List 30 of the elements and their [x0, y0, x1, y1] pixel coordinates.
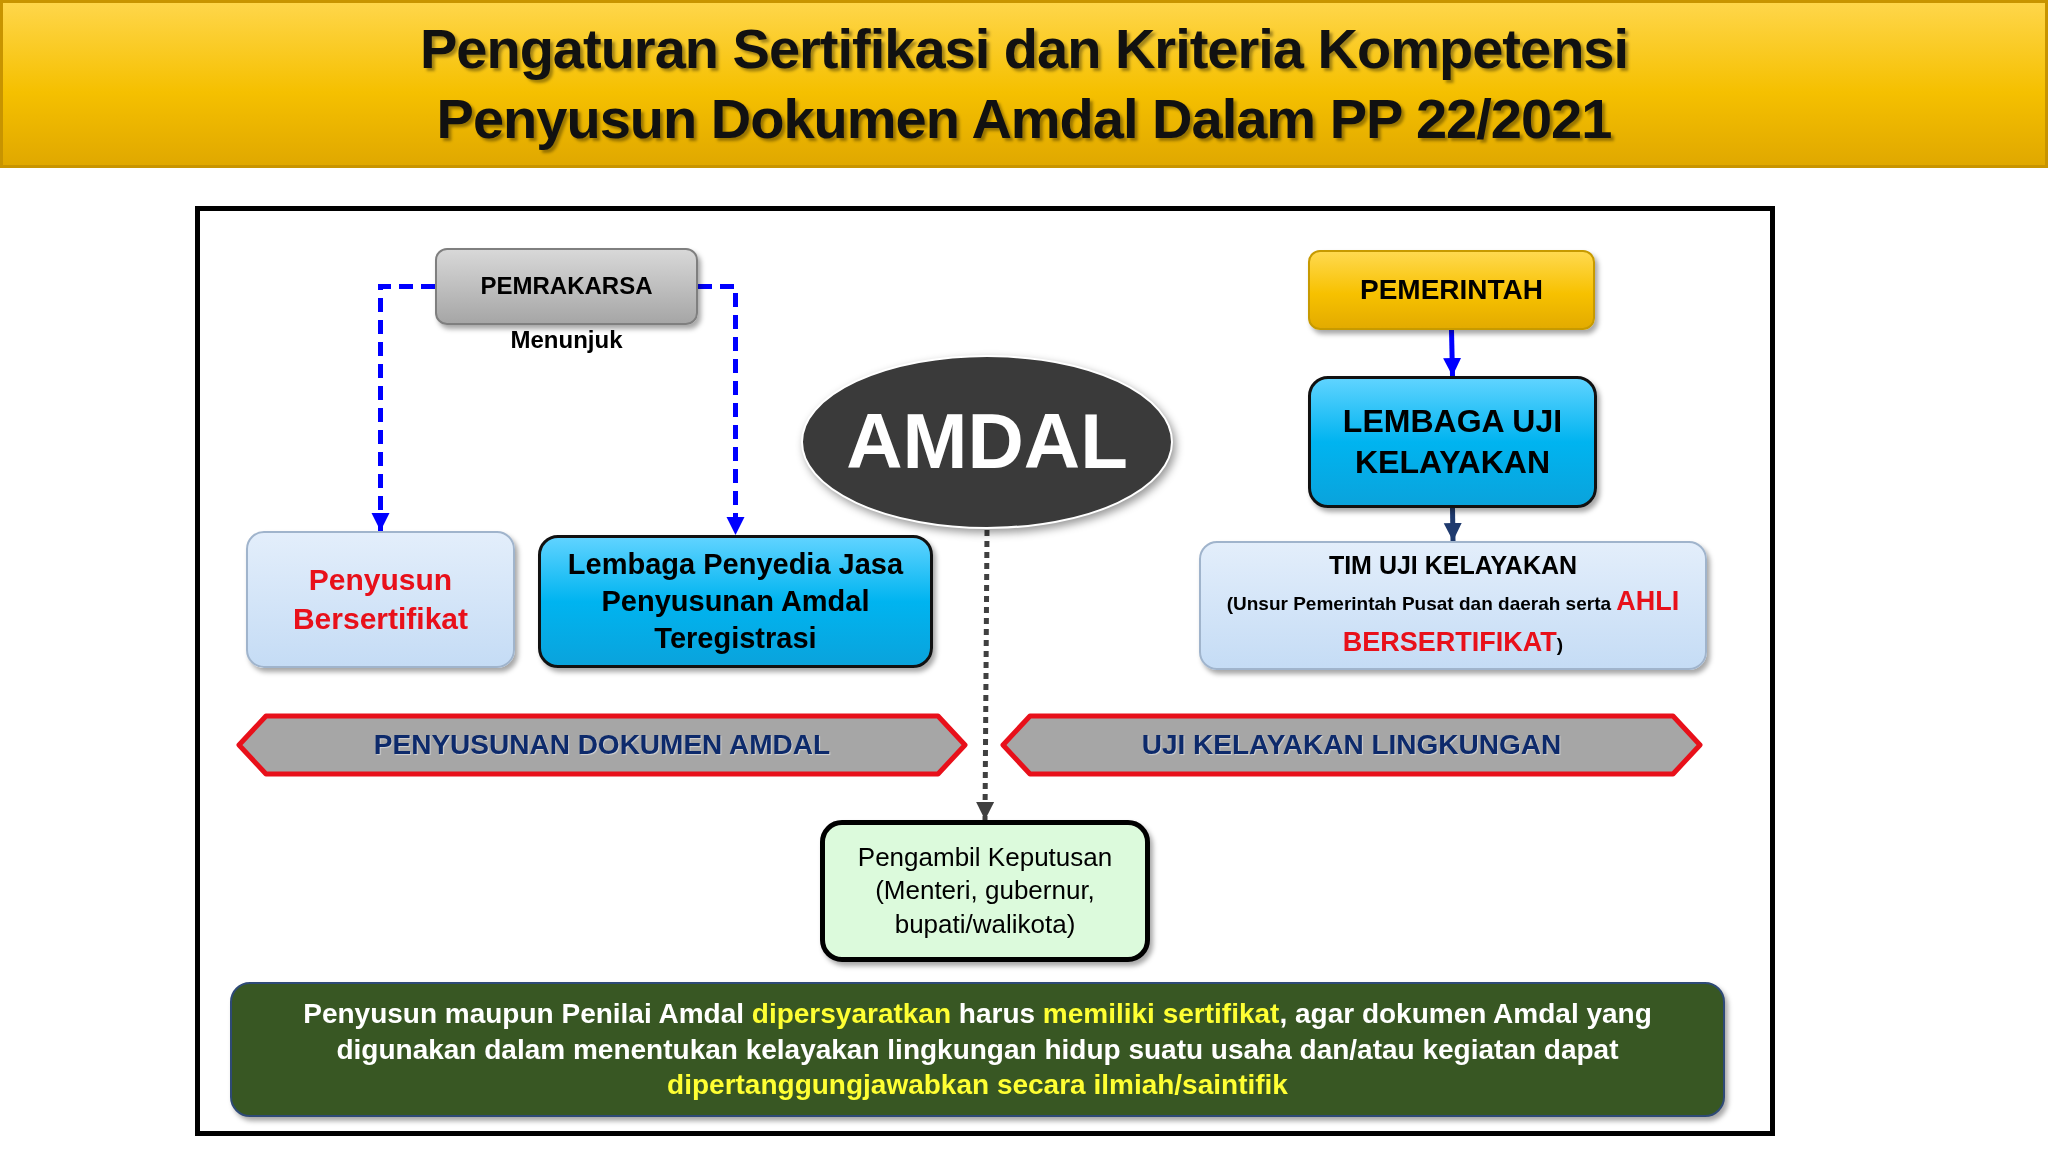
- team-box: [1199, 541, 1707, 670]
- box-label: UJI KELAYAKAN LINGKUNGAN: [1141, 728, 1562, 763]
- role-box: [246, 531, 515, 668]
- role-box: [1308, 376, 1597, 508]
- box-subtext: (Unsur Pemerintah Pusat dan daerah serta AHLI BERSERTIFIKAT): [1225, 585, 1681, 659]
- box-label: Pengambil Keputusan (Menteri, gubernur, bupati/walikota): [856, 841, 1114, 941]
- box-label: Lembaga Penyedia Jasa Penyusunan Amdal Teregistrasi: [566, 546, 905, 657]
- caption-text: Menunjuk: [509, 326, 624, 354]
- box-label: PENYUSUNAN DOKUMEN AMDAL: [373, 728, 831, 763]
- decision-box: [820, 820, 1150, 962]
- note-panel: [230, 982, 1725, 1117]
- box-label: PEMERINTAH: [1359, 273, 1543, 308]
- box-label: Penyusun Bersertifikat: [291, 562, 470, 637]
- role-box: [435, 248, 698, 325]
- dashed-arrow: [371, 284, 435, 531]
- box-label: LEMBAGA UJI KELAYAKAN: [1341, 402, 1564, 482]
- note-text: Penyusun maupun Penilai Amdal dipersyaratkan harus memiliki sertifikat, agar dokumen Amdal yang digunakan dalam menentukan kelayakan lingkungan hidup suatu usaha dan/atau kegiatan dapat dipertanggungjawabkan secara ilmiah/saintifik: [302, 996, 1653, 1103]
- box-label: TIM UJI KELAYAKAN: [1328, 550, 1578, 581]
- phase-banner: [236, 713, 968, 777]
- role-box: [538, 535, 933, 668]
- role-box: [1308, 250, 1595, 330]
- topic-ellipse: [800, 354, 1174, 530]
- arrow: [1443, 507, 1462, 542]
- dashed-arrow: [976, 530, 995, 820]
- arrow: [1443, 329, 1462, 377]
- title-text: Pengaturan Sertifikasi dan Kriteria Kompetensi Penyusun Dokumen Amdal Dalam PP 22/2021: [418, 16, 1630, 152]
- dashed-arrow: [698, 284, 745, 535]
- phase-banner: [1000, 713, 1703, 777]
- box-label: AMDAL: [846, 396, 1128, 488]
- box-label: PEMRAKARSA: [480, 271, 653, 302]
